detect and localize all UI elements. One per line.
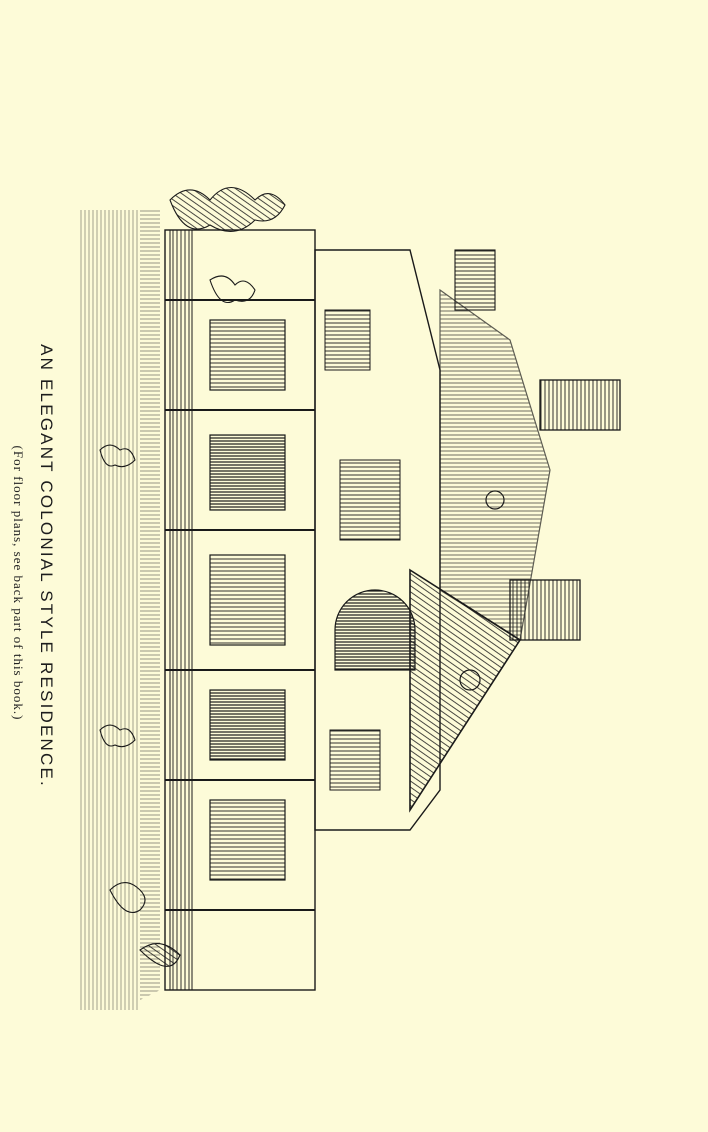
illustration-caption-subtitle: (For floor plans, see back part of this … <box>11 445 26 721</box>
first-floor-windows <box>209 319 286 881</box>
lawn-ground <box>80 210 160 1010</box>
illustration-caption-title: AN ELEGANT COLONIAL STYLE RESIDENCE. <box>37 344 56 788</box>
house-engraving-illustration <box>80 186 621 1010</box>
house-roof <box>409 288 551 813</box>
foliage <box>99 186 286 967</box>
house-main-body <box>164 229 316 991</box>
house-upper-floor <box>314 249 441 831</box>
house-chimneys <box>454 249 621 641</box>
